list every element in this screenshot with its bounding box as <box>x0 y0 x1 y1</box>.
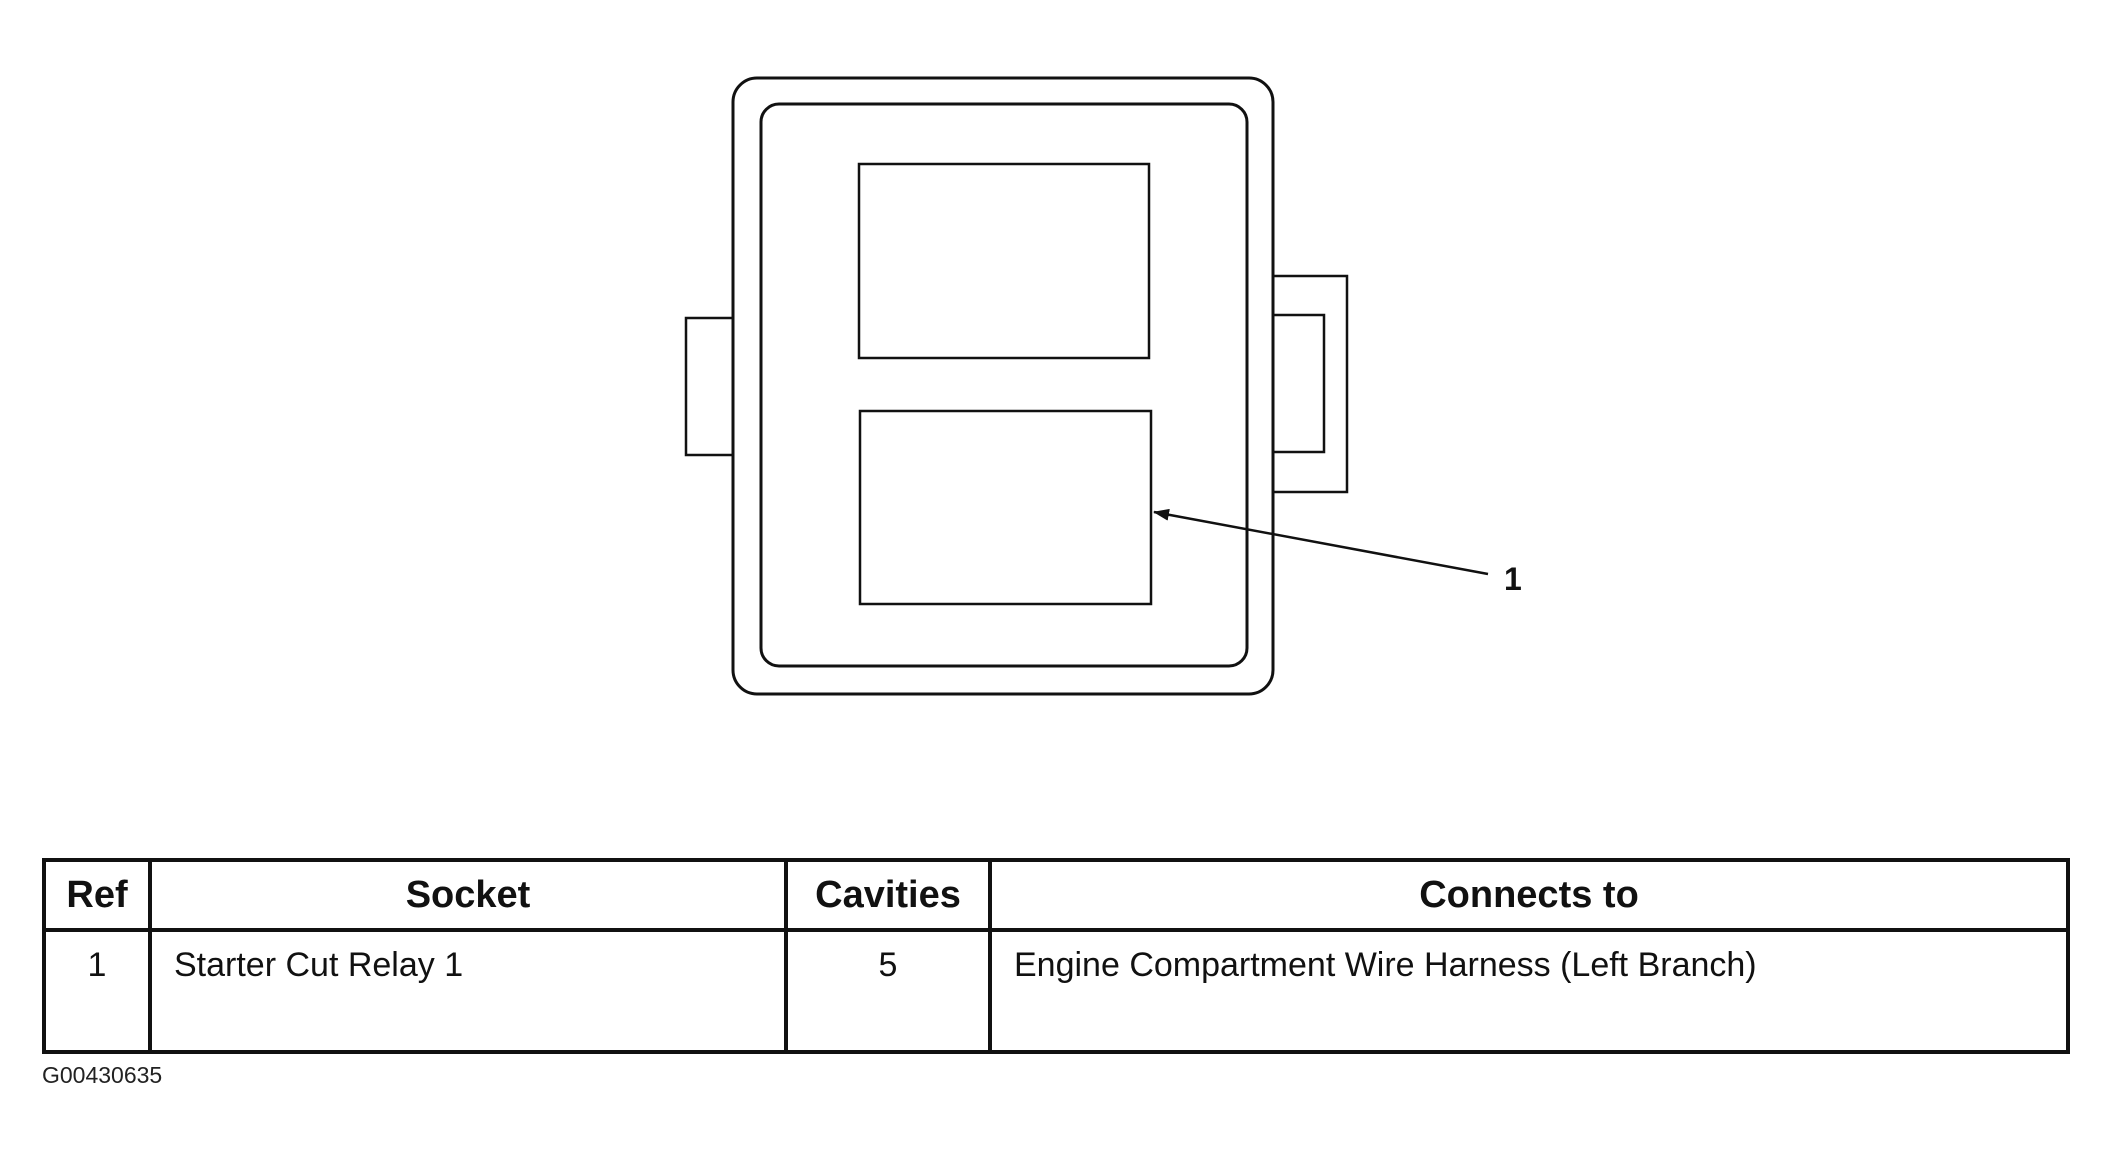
table-header-row: Ref Socket Cavities Connects to <box>42 858 2070 932</box>
right-latch-tab-outer <box>1273 274 1349 494</box>
cell-cavities: 5 <box>784 928 992 1054</box>
callout-leader-line <box>1153 508 1489 576</box>
callout-label: 1 <box>1504 561 1522 597</box>
header-ref: Ref <box>42 858 152 932</box>
cavity-upper <box>857 162 1151 360</box>
cavity-lower <box>858 409 1153 606</box>
cell-socket: Starter Cut Relay 1 <box>148 928 788 1054</box>
connector-housing-outer <box>731 76 1275 696</box>
cell-ref: 1 <box>42 928 152 1054</box>
table-row: 1 Starter Cut Relay 1 5 Engine Compartme… <box>42 928 2070 1054</box>
header-connects-to: Connects to <box>988 858 2070 932</box>
header-cavities: Cavities <box>784 858 992 932</box>
connector-reference-table: Ref Socket Cavities Connects to 1 Starte… <box>42 858 2070 1054</box>
figure-id: G00430635 <box>42 1062 163 1088</box>
right-latch-tab-inner <box>1273 313 1326 454</box>
left-latch-tab <box>684 316 733 457</box>
header-socket: Socket <box>148 858 788 932</box>
cell-connects-to: Engine Compartment Wire Harness (Left Br… <box>988 928 2070 1054</box>
connector-housing-inner <box>759 102 1249 668</box>
